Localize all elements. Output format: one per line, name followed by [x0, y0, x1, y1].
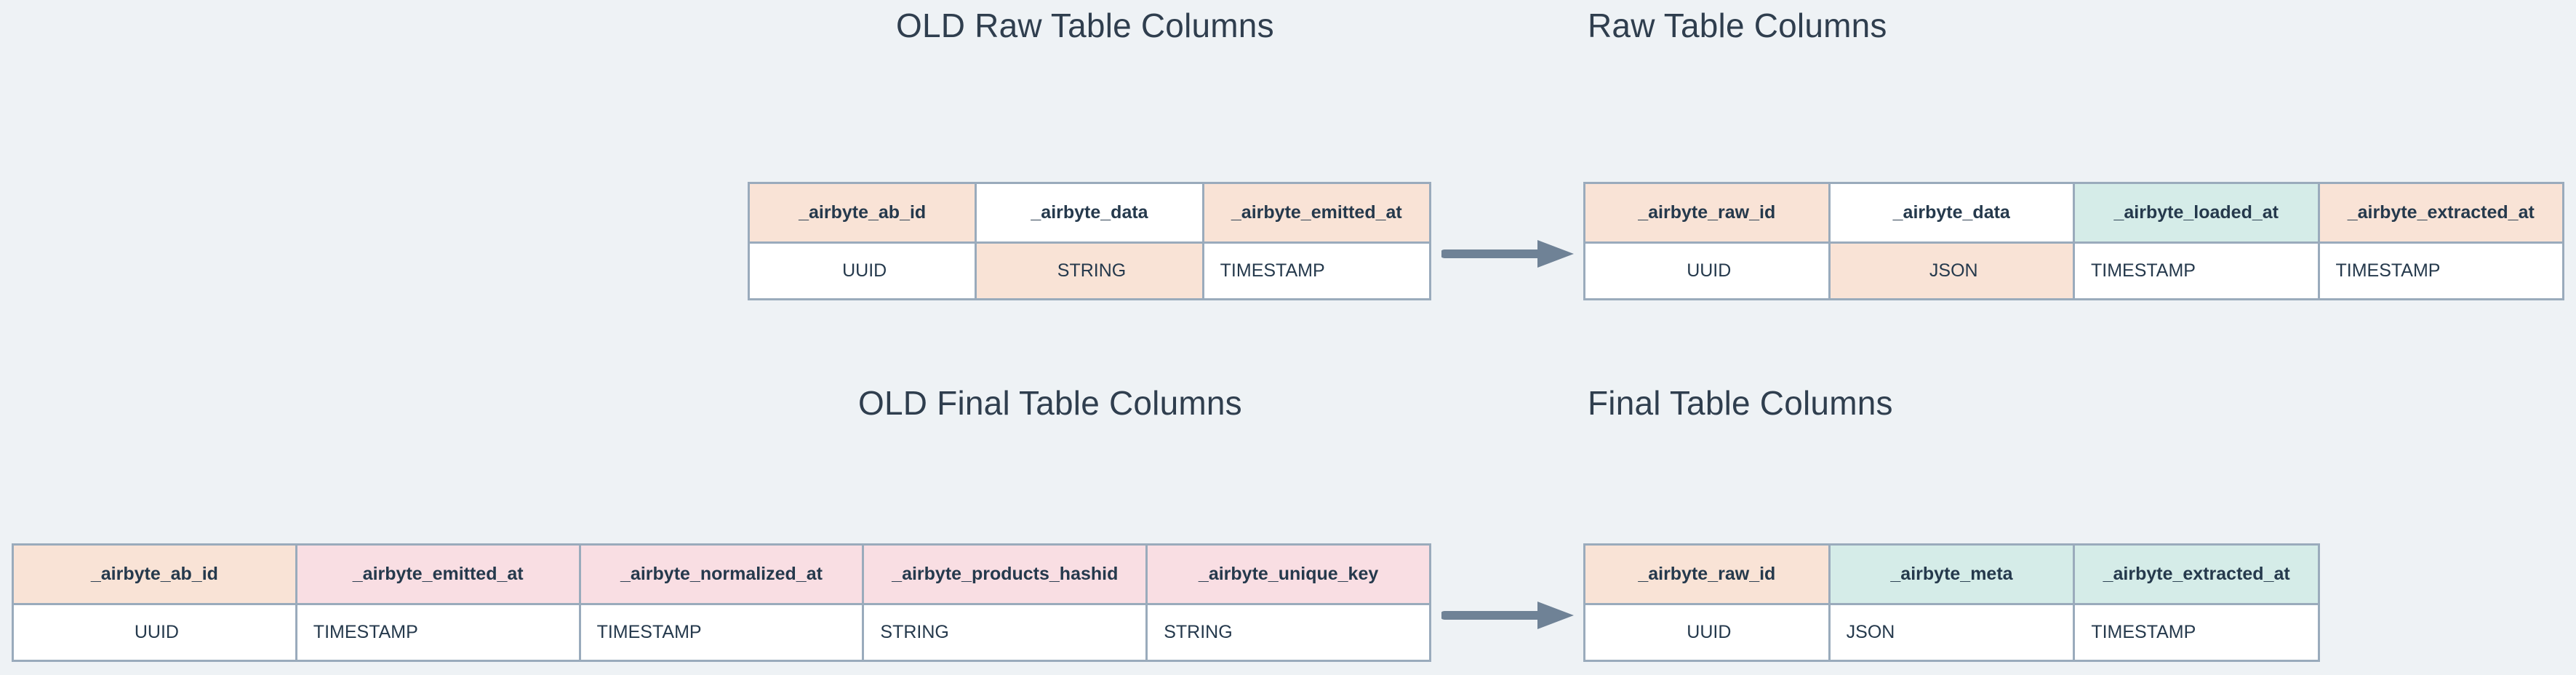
table-header-row: _airbyte_raw_id_airbyte_meta_airbyte_ext… — [1583, 543, 2320, 605]
column-header-cell: _airbyte_extracted_at — [2073, 543, 2320, 605]
column-type-cell: TIMESTAMP — [295, 603, 581, 662]
column-type-cell: JSON — [1828, 241, 2075, 300]
table-old-final-columns: _airbyte_ab_id_airbyte_emitted_at_airbyt… — [12, 543, 1431, 662]
column-type-cell: STRING — [862, 603, 1148, 662]
column-header-cell: _airbyte_emitted_at — [295, 543, 581, 605]
column-type-cell: TIMESTAMP — [2073, 603, 2320, 662]
column-type-cell: TIMESTAMP — [2317, 241, 2564, 300]
column-header-cell: _airbyte_ab_id — [12, 543, 297, 605]
column-type-cell: TIMESTAMP — [2073, 241, 2320, 300]
column-header-cell: _airbyte_emitted_at — [1201, 182, 1432, 244]
column-type-cell: TIMESTAMP — [578, 603, 865, 662]
column-type-cell: STRING — [1145, 603, 1431, 662]
column-header-cell: _airbyte_data — [975, 182, 1204, 244]
table-header-row: _airbyte_raw_id_airbyte_data_airbyte_loa… — [1583, 182, 2564, 244]
title-raw-table-columns: Raw Table Columns — [1588, 7, 1887, 44]
column-header-cell: _airbyte_products_hashid — [862, 543, 1148, 605]
arrow-right-icon-top — [1441, 240, 1574, 268]
column-type-cell: UUID — [1583, 241, 1831, 300]
column-type-cell: TIMESTAMP — [1201, 241, 1432, 300]
column-header-cell: _airbyte_loaded_at — [2073, 182, 2320, 244]
column-header-cell: _airbyte_raw_id — [1583, 182, 1831, 244]
table-header-row: _airbyte_ab_id_airbyte_emitted_at_airbyt… — [12, 543, 1431, 605]
table-raw-columns: _airbyte_raw_id_airbyte_data_airbyte_loa… — [1583, 182, 2564, 300]
column-header-cell: _airbyte_data — [1828, 182, 2075, 244]
table-header-row: _airbyte_ab_id_airbyte_data_airbyte_emit… — [747, 182, 1432, 244]
column-header-cell: _airbyte_raw_id — [1583, 543, 1831, 605]
column-header-cell: _airbyte_meta — [1828, 543, 2076, 605]
table-old-raw-columns: _airbyte_ab_id_airbyte_data_airbyte_emit… — [747, 182, 1432, 300]
column-header-cell: _airbyte_ab_id — [747, 182, 977, 244]
arrow-right-icon-bottom — [1441, 602, 1574, 629]
title-old-raw-table-columns: OLD Raw Table Columns — [896, 7, 1274, 44]
column-type-cell: UUID — [747, 241, 977, 300]
table-final-columns: _airbyte_raw_id_airbyte_meta_airbyte_ext… — [1583, 543, 2320, 662]
column-type-cell: JSON — [1828, 603, 2076, 662]
column-type-cell: UUID — [1583, 603, 1831, 662]
column-header-cell: _airbyte_extracted_at — [2317, 182, 2564, 244]
column-type-cell: STRING — [975, 241, 1204, 300]
title-final-table-columns: Final Table Columns — [1588, 384, 1893, 422]
title-old-final-table-columns: OLD Final Table Columns — [858, 384, 1242, 422]
column-header-cell: _airbyte_unique_key — [1145, 543, 1431, 605]
column-header-cell: _airbyte_normalized_at — [578, 543, 865, 605]
column-type-cell: UUID — [12, 603, 297, 662]
